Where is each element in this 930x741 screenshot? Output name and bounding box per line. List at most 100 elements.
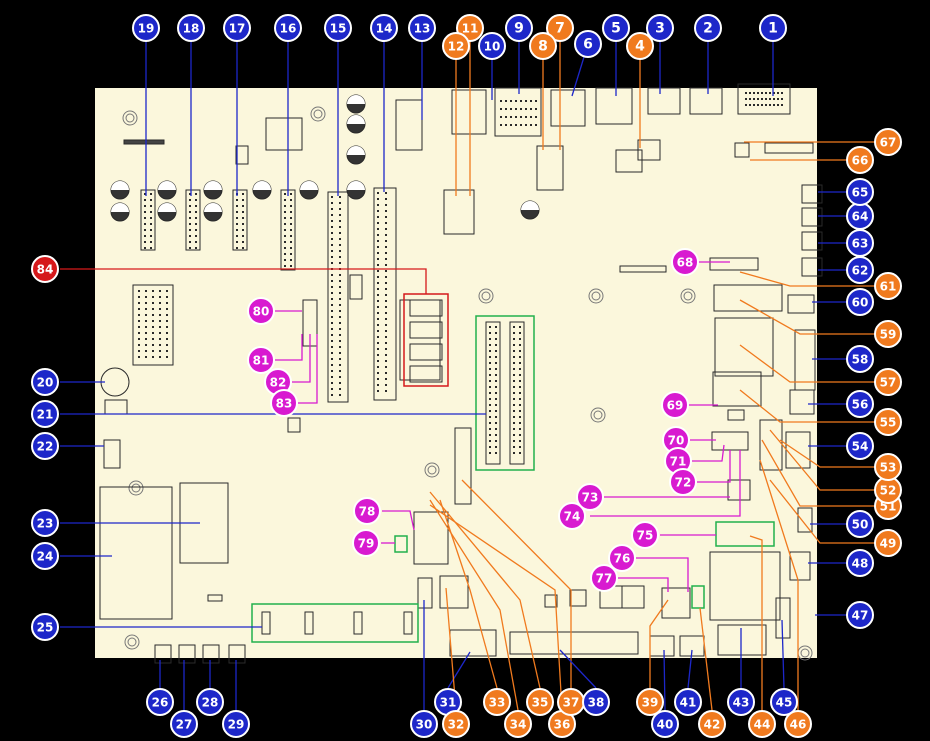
pin <box>520 108 522 110</box>
pin <box>331 334 333 336</box>
pin <box>515 124 517 126</box>
pin <box>152 326 154 328</box>
pin <box>505 108 507 110</box>
callout-badge-24: 24 <box>31 542 59 570</box>
pin <box>242 211 244 213</box>
callout-label-47: 47 <box>852 609 869 623</box>
callout-label-75: 75 <box>637 529 654 543</box>
pin <box>195 247 197 249</box>
pin <box>339 322 341 324</box>
pin <box>145 338 147 340</box>
pin <box>290 253 292 255</box>
callout-circle-39 <box>636 688 664 716</box>
pin <box>339 202 341 204</box>
callout-label-73: 73 <box>582 491 599 505</box>
pin <box>159 302 161 304</box>
pin <box>765 98 767 100</box>
callout-badge-76: 76 <box>608 544 636 572</box>
callout-badge-74: 74 <box>558 502 586 530</box>
callout-circle-30 <box>410 710 438 738</box>
pin <box>339 364 341 366</box>
pin <box>377 288 379 290</box>
pin <box>159 308 161 310</box>
so-dimm-slot-a <box>485 321 501 465</box>
capacitor-mark <box>204 181 222 190</box>
callout-circle-34 <box>504 710 532 738</box>
pin <box>781 104 783 106</box>
pin <box>495 422 497 424</box>
pin <box>242 199 244 201</box>
capacitor-mark <box>300 181 318 190</box>
pin <box>331 322 333 324</box>
pin <box>769 92 771 94</box>
pin <box>284 199 286 201</box>
callout-label-61: 61 <box>880 280 897 294</box>
callout-circle-26 <box>146 688 174 716</box>
leader-line-35 <box>429 491 541 689</box>
pin <box>138 350 140 352</box>
callout-circle-58 <box>846 345 874 373</box>
leader-line-46 <box>759 459 799 710</box>
pin <box>195 223 197 225</box>
callout-badge-56: 56 <box>846 390 874 418</box>
chip-77 <box>661 587 691 619</box>
callout-label-54: 54 <box>852 440 869 454</box>
mounting-hole-7 <box>124 634 140 650</box>
pin <box>495 326 497 328</box>
callout-badge-38: 38 <box>582 688 610 716</box>
capacitor-5 <box>203 202 223 222</box>
pin <box>489 452 491 454</box>
pin <box>242 205 244 207</box>
pin <box>284 223 286 225</box>
capacitor-9 <box>346 94 366 114</box>
pin <box>489 326 491 328</box>
callout-label-81: 81 <box>253 354 270 368</box>
callout-label-41: 41 <box>680 696 697 710</box>
pin <box>339 292 341 294</box>
callout-badge-83: 83 <box>270 389 298 417</box>
smd-36 <box>569 589 587 607</box>
pin <box>500 108 502 110</box>
pin <box>150 211 152 213</box>
callout-label-27: 27 <box>176 718 193 732</box>
leader-line-83 <box>298 334 318 404</box>
callout-badge-6: 6 <box>574 30 602 58</box>
pin <box>530 100 532 102</box>
pin <box>339 250 341 252</box>
pin <box>377 222 379 224</box>
capacitor-6 <box>252 180 272 200</box>
pin <box>138 344 140 346</box>
callout-label-21: 21 <box>37 408 54 422</box>
capacitor-mark <box>253 181 271 190</box>
mounting-hole-2 <box>680 288 696 304</box>
callout-badge-77: 77 <box>590 564 618 592</box>
pin <box>513 446 515 448</box>
pin <box>150 247 152 249</box>
leader-line-59 <box>739 299 888 335</box>
pin <box>495 434 497 436</box>
header-pins-1 <box>189 193 197 249</box>
callout-circle-72 <box>669 468 697 496</box>
pin <box>513 386 515 388</box>
hole-ring <box>588 288 604 304</box>
callout-circle-55 <box>874 408 902 436</box>
callout-label-33: 33 <box>489 696 506 710</box>
pin <box>489 404 491 406</box>
header-pins-3 <box>284 193 292 267</box>
pin <box>520 100 522 102</box>
pin <box>513 434 515 436</box>
strip-66 <box>764 142 814 154</box>
capacitor-11 <box>346 145 366 165</box>
pin <box>753 92 755 94</box>
smd-21 <box>287 417 301 433</box>
pin <box>769 98 771 100</box>
pin <box>242 235 244 237</box>
callout-circle-10 <box>478 32 506 60</box>
pin <box>236 217 238 219</box>
pin <box>150 205 152 207</box>
callout-badge-30: 30 <box>410 710 438 738</box>
pin <box>489 374 491 376</box>
pin <box>339 226 341 228</box>
callout-label-36: 36 <box>554 718 571 732</box>
pin <box>385 282 387 284</box>
